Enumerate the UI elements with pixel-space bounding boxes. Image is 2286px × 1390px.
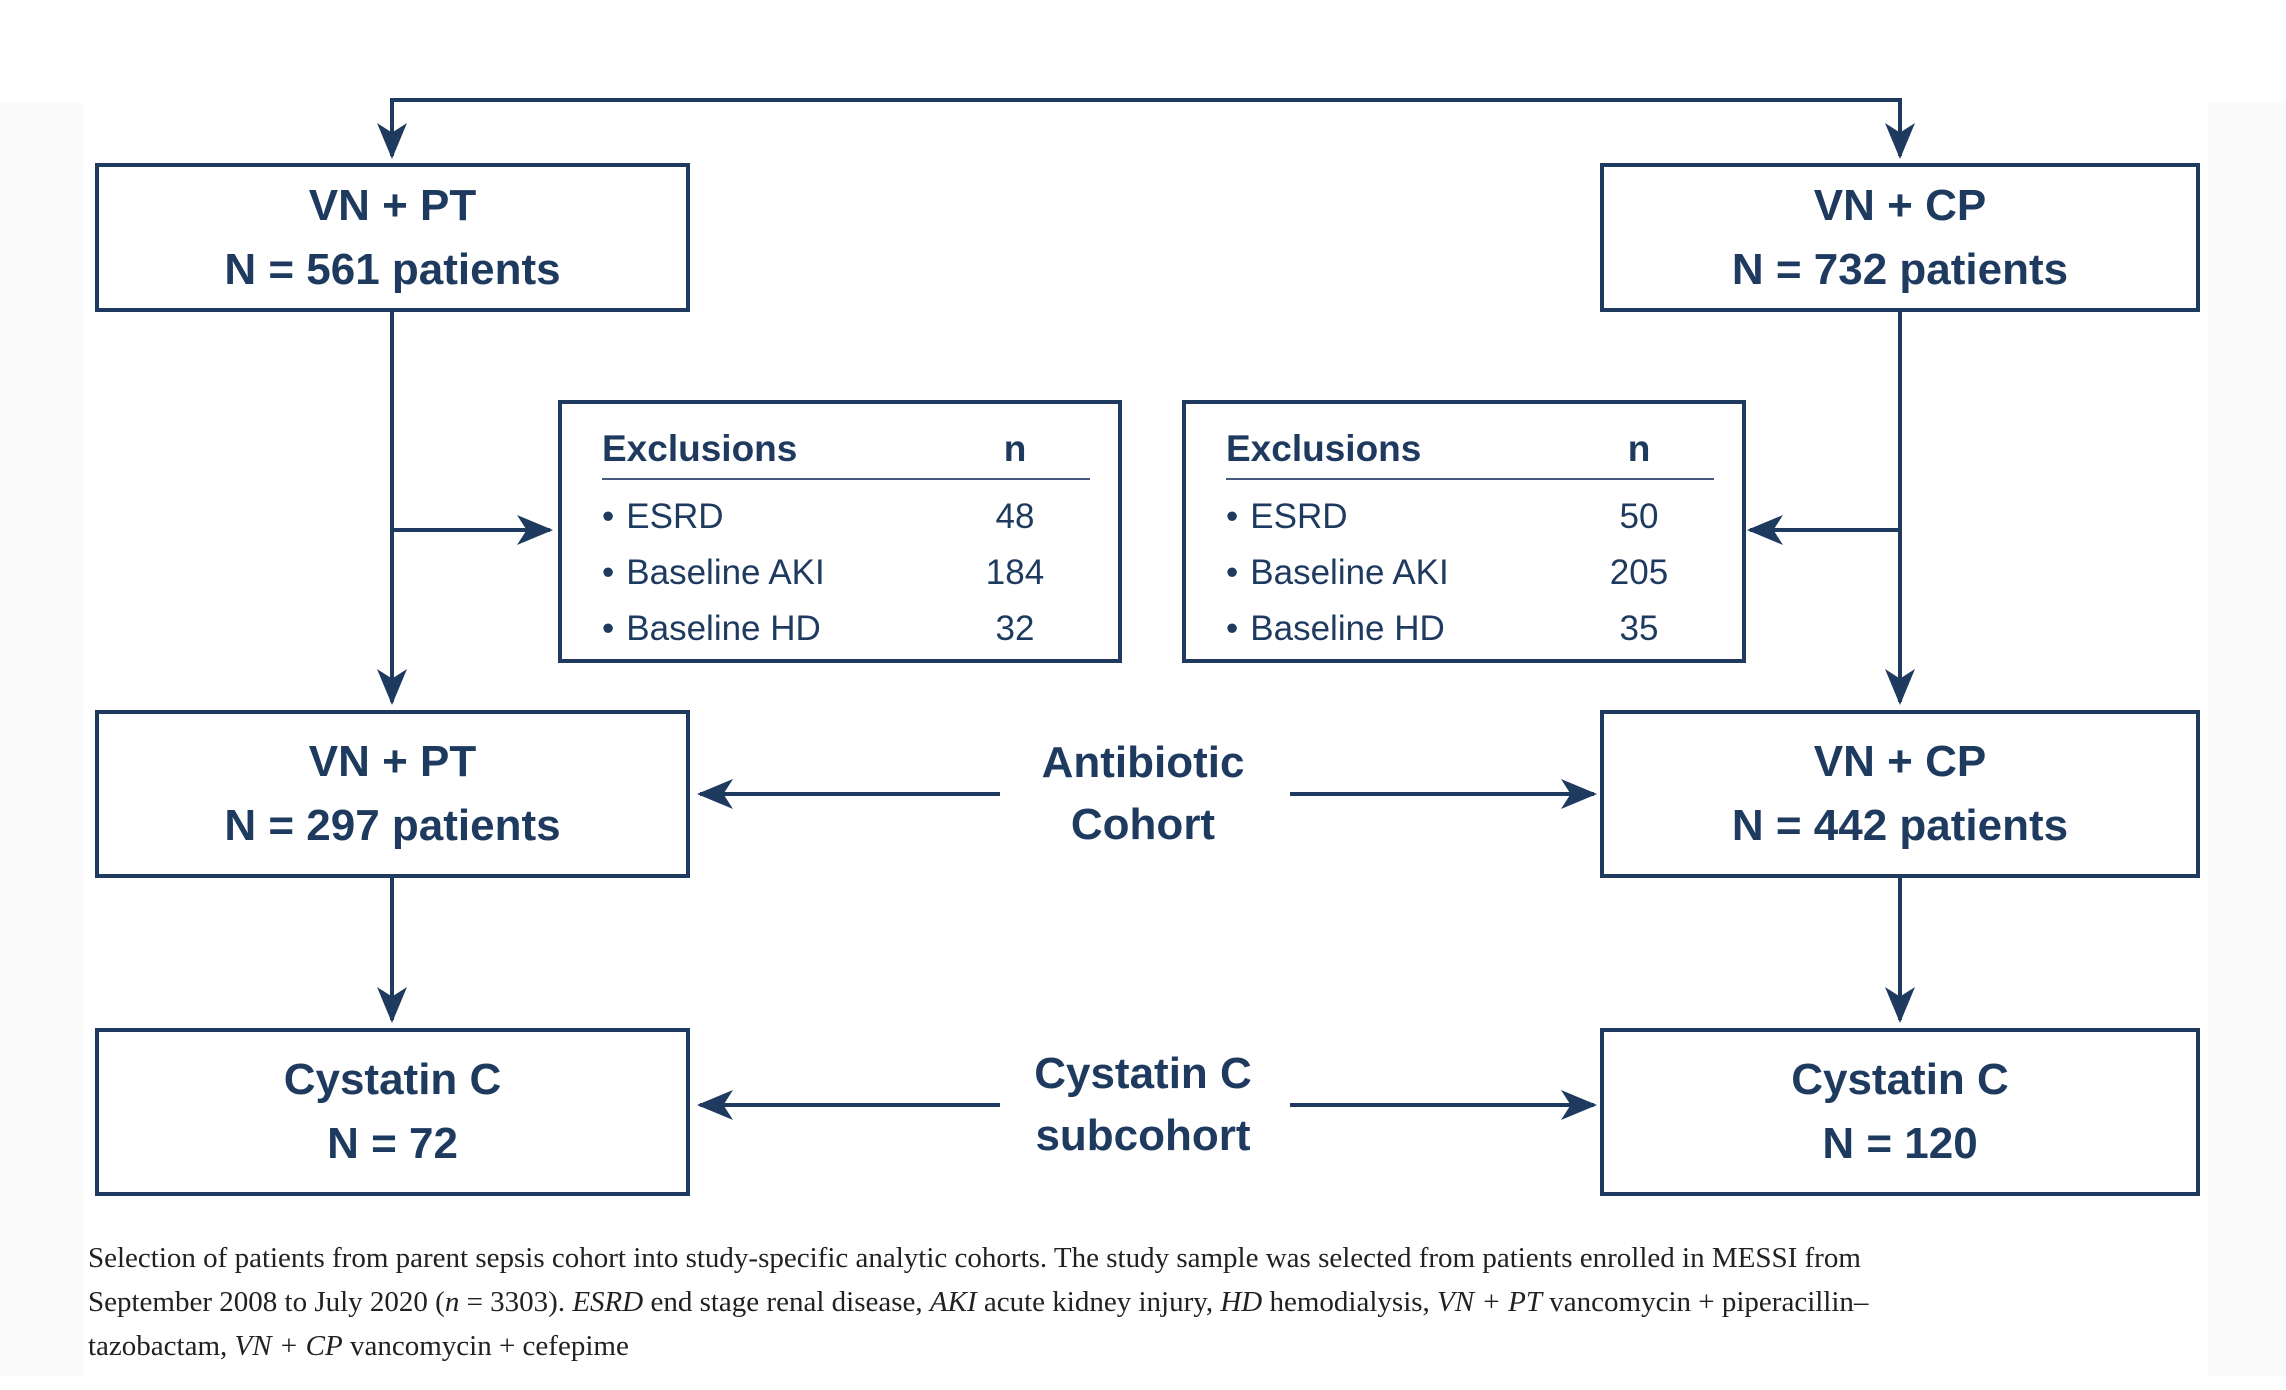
box-title: VN + CP	[1813, 180, 1987, 230]
figure-caption: Selection of patients from parent sepsis…	[88, 1236, 2208, 1368]
box-count: N = 561 patients	[224, 244, 561, 294]
connector-lines	[377, 98, 1915, 1120]
caption-abbreviation: VN + CP	[234, 1330, 343, 1362]
exclusion-row: • ESRD 48	[602, 492, 1090, 542]
exclusions-header: Exclusions	[1226, 428, 1422, 469]
caption-abbreviation: n	[444, 1286, 460, 1318]
exclusion-row: • Baseline HD 35	[1226, 604, 1714, 654]
exclusion-label: Baseline AKI	[626, 553, 825, 592]
exclusion-row: • Baseline AKI 205	[1226, 548, 1714, 598]
box-cystatin-right: Cystatin C N = 120	[1600, 1028, 2200, 1196]
exclusion-count: 32	[995, 609, 1035, 648]
bullet-icon: •	[602, 553, 615, 592]
caption-abbreviation: VN + PT	[1437, 1286, 1543, 1318]
bullet-icon: •	[1226, 497, 1239, 536]
box-count: N = 442 patients	[1731, 801, 2069, 850]
box-title: VN + PT	[308, 737, 477, 786]
box-title: Cystatin C	[1791, 1055, 2009, 1104]
exclusion-row: • Baseline HD 32	[602, 604, 1090, 654]
caption-text: hemodialysis,	[1262, 1286, 1438, 1318]
caption-line: Selection of patients from parent sepsis…	[88, 1236, 2208, 1280]
n-column-header: n	[1003, 428, 1027, 469]
caption-text: Selection of patients from parent sepsis…	[88, 1242, 1861, 1274]
bullet-icon: •	[602, 497, 615, 536]
connector-top-to-right-parent	[392, 98, 1915, 159]
exclusions-header: Exclusions	[602, 428, 798, 469]
exclusions-box-left: Exclusions n • ESRD 48 • Baseline AKI 18…	[558, 400, 1122, 663]
caption-text: vancomycin + piperacillin–	[1542, 1286, 1869, 1318]
caption-line: September 2008 to July 2020 (n = 3303). …	[88, 1280, 2208, 1324]
bullet-icon: •	[602, 609, 615, 648]
caption-text: tazobactam,	[88, 1330, 235, 1362]
exclusions-header-row: Exclusions n	[602, 428, 1090, 470]
bullet-icon: •	[1226, 553, 1239, 592]
caption-text: end stage renal disease,	[643, 1286, 930, 1318]
exclusion-label: ESRD	[1250, 497, 1348, 536]
cystatin-subcohort-label: Cystatin C subcohort	[993, 1043, 1293, 1167]
box-vn-cp-antibiotic: VN + CP N = 442 patients	[1600, 710, 2200, 878]
page-margin-right	[2208, 103, 2286, 1376]
page-margin-left	[0, 103, 84, 1376]
caption-text: acute kidney injury,	[976, 1286, 1221, 1318]
box-cystatin-left: Cystatin C N = 72	[95, 1028, 690, 1196]
caption-text: vancomycin + cefepime	[342, 1330, 629, 1362]
exclusion-label: Baseline HD	[626, 609, 821, 648]
box-count: N = 72	[327, 1119, 458, 1168]
box-count: N = 297 patients	[224, 801, 561, 850]
exclusions-header-row: Exclusions n	[1226, 428, 1714, 470]
box-count: N = 732 patients	[1731, 244, 2069, 294]
label-line: subcohort	[1035, 1111, 1251, 1160]
label-line: Cystatin C	[1034, 1049, 1252, 1098]
exclusion-label: Baseline HD	[1250, 609, 1445, 648]
caption-line: tazobactam, VN + CP vancomycin + cefepim…	[88, 1324, 2208, 1368]
label-line: Antibiotic	[1041, 738, 1245, 787]
exclusion-count: 205	[1609, 553, 1669, 592]
caption-text: September 2008 to July 2020 (	[88, 1286, 445, 1318]
label-line: Cohort	[1070, 800, 1216, 849]
antibiotic-cohort-label: Antibiotic Cohort	[993, 732, 1293, 856]
caption-text: = 3303).	[459, 1286, 573, 1318]
box-vn-cp-parent: VN + CP N = 732 patients	[1600, 163, 2200, 312]
exclusion-label: Baseline AKI	[1250, 553, 1449, 592]
exclusion-count: 48	[995, 497, 1035, 536]
caption-abbreviation: HD	[1220, 1286, 1263, 1318]
connector-top-to-left-parent	[377, 98, 1900, 159]
exclusion-label: ESRD	[626, 497, 724, 536]
exclusion-count: 35	[1619, 609, 1659, 648]
box-count: N = 120	[1822, 1119, 1978, 1168]
exclusion-count: 50	[1619, 497, 1659, 536]
box-title: VN + CP	[1813, 737, 1987, 786]
exclusions-box-right: Exclusions n • ESRD 50 • Baseline AKI 20…	[1182, 400, 1746, 663]
box-vn-pt-parent: VN + PT N = 561 patients	[95, 163, 690, 312]
exclusion-row: • Baseline AKI 184	[602, 548, 1090, 598]
box-vn-pt-antibiotic: VN + PT N = 297 patients	[95, 710, 690, 878]
n-column-header: n	[1627, 428, 1651, 469]
exclusion-count: 184	[985, 553, 1045, 592]
box-title: VN + PT	[308, 180, 477, 230]
caption-abbreviation: ESRD	[572, 1286, 644, 1318]
exclusion-row: • ESRD 50	[1226, 492, 1714, 542]
header-rule	[602, 478, 1090, 480]
header-rule	[1226, 478, 1714, 480]
box-title: Cystatin C	[283, 1055, 502, 1104]
caption-abbreviation: AKI	[929, 1286, 977, 1318]
bullet-icon: •	[1226, 609, 1239, 648]
